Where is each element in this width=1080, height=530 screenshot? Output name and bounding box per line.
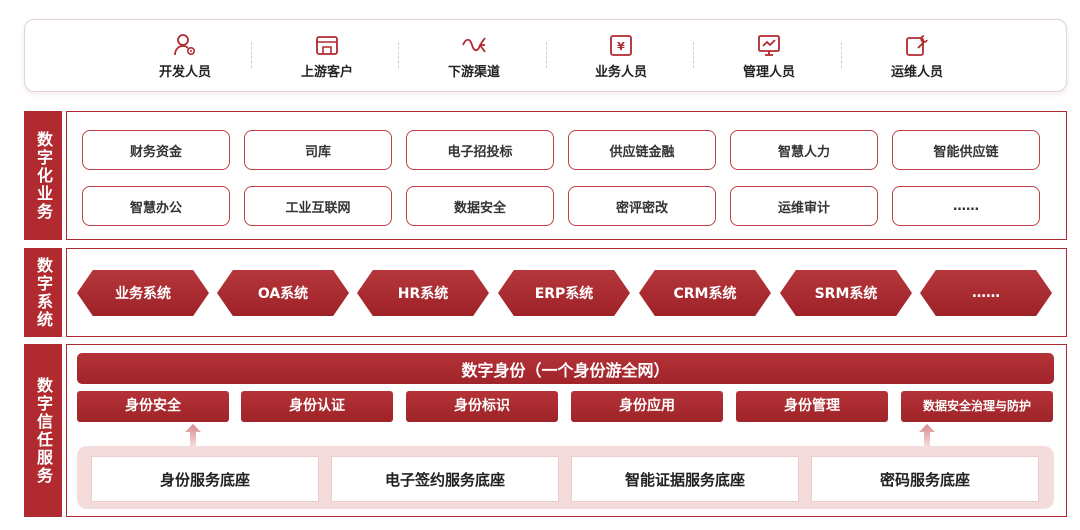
system-item: CRM系统	[639, 270, 771, 316]
role-label: 业务人员	[594, 65, 647, 80]
business-item: 电子招投标	[406, 130, 554, 170]
system-item: 业务系统	[77, 270, 209, 316]
business-item: 数据安全	[406, 186, 554, 226]
divider	[693, 42, 694, 68]
user-roles-bar: 开发人员 上游客户 下游渠道 ¥ 业务人员 管理人员	[24, 19, 1067, 92]
divider	[251, 42, 252, 68]
arrow-up-icon	[919, 424, 935, 446]
channel-icon	[462, 37, 486, 53]
system-item: ……	[920, 270, 1052, 316]
service-base: 智能证据服务底座	[571, 456, 799, 502]
shop-icon	[316, 36, 338, 55]
service-base: 电子签约服务底座	[331, 456, 559, 502]
role-downstream-channel: 下游渠道	[419, 32, 529, 80]
business-item: 密评密改	[568, 186, 716, 226]
identity-item: 身份认证	[241, 391, 393, 422]
role-developer: 开发人员	[130, 32, 240, 80]
divider	[398, 42, 399, 68]
business-item: 智慧办公	[82, 186, 230, 226]
business-item: 司库	[244, 130, 392, 170]
business-item: 工业互联网	[244, 186, 392, 226]
service-base: 密码服务底座	[811, 456, 1039, 502]
system-item: ERP系统	[498, 270, 630, 316]
role-label: 下游渠道	[447, 65, 500, 80]
divider	[841, 42, 842, 68]
business-item: 智能供应链	[892, 130, 1040, 170]
arrow-up-icon	[185, 424, 201, 446]
role-business-staff: ¥ 业务人员	[566, 32, 676, 80]
business-item: 智慧人力	[730, 130, 878, 170]
section-label-trust: 数字信任服务	[24, 344, 62, 517]
developer-icon	[174, 34, 196, 56]
system-item: HR系统	[357, 270, 489, 316]
business-item: ……	[892, 186, 1040, 226]
chart-monitor-icon	[758, 35, 780, 56]
digital-identity-banner: 数字身份（一个身份游全网）	[77, 353, 1054, 384]
role-manager: 管理人员	[714, 32, 824, 80]
business-item: 财务资金	[82, 130, 230, 170]
section-label-business: 数字化业务	[24, 111, 62, 240]
identity-item: 身份应用	[571, 391, 723, 422]
identity-item: 身份标识	[406, 391, 558, 422]
role-label: 管理人员	[742, 65, 795, 80]
divider	[546, 42, 547, 68]
business-item: 供应链金融	[568, 130, 716, 170]
yuan-wallet-icon: ¥	[610, 35, 632, 56]
wrench-icon	[906, 35, 928, 56]
role-label: 上游客户	[300, 65, 353, 80]
svg-text:¥: ¥	[617, 40, 625, 53]
role-label: 开发人员	[158, 65, 211, 80]
system-item: OA系统	[217, 270, 349, 316]
role-label: 运维人员	[890, 65, 943, 80]
identity-item: 身份安全	[77, 391, 229, 422]
role-ops-staff: 运维人员	[862, 32, 972, 80]
identity-item: 身份管理	[736, 391, 888, 422]
service-base: 身份服务底座	[91, 456, 319, 502]
business-item: 运维审计	[730, 186, 878, 226]
system-item: SRM系统	[780, 270, 912, 316]
identity-item: 数据安全治理与防护	[901, 391, 1053, 422]
section-label-systems: 数字系统	[24, 248, 62, 337]
role-upstream-customer: 上游客户	[272, 32, 382, 80]
